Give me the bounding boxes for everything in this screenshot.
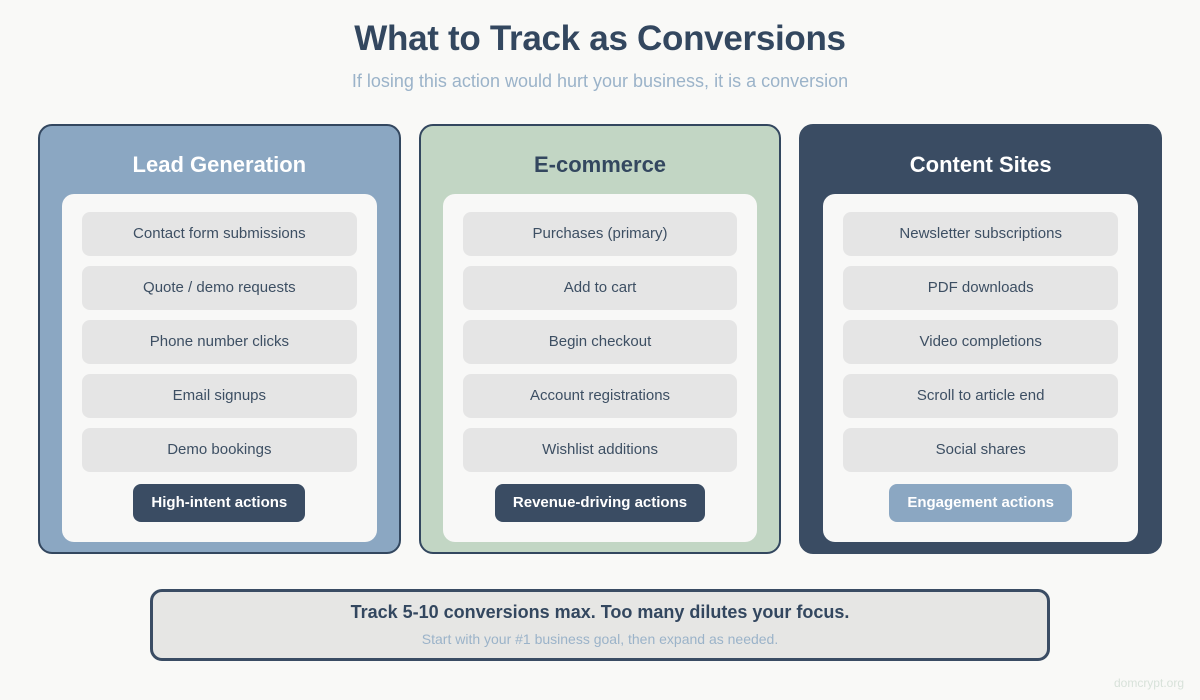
item-list-ecommerce: Purchases (primary) Add to cart Begin ch… <box>462 212 738 473</box>
page-subtitle: If losing this action would hurt your bu… <box>351 71 849 92</box>
category-card-content-sites: Content Sites Newsletter subscriptions P… <box>799 124 1163 554</box>
list-item[interactable]: PDF downloads <box>843 266 1119 311</box>
card-title-lead-generation: Lead Generation <box>132 152 307 177</box>
list-item[interactable]: Scroll to article end <box>843 374 1119 419</box>
list-item[interactable]: Purchases (primary) <box>462 212 738 257</box>
status-badge-revenue-driving: Revenue-driving actions <box>494 484 706 523</box>
list-item[interactable]: Quote / demo requests <box>82 266 357 311</box>
list-item[interactable]: Demo bookings <box>82 428 357 473</box>
badge-row-ecommerce: Revenue-driving actions <box>463 484 738 523</box>
list-item[interactable]: Begin checkout <box>462 320 738 365</box>
card-panel-content-sites: Newsletter subscriptions PDF downloads V… <box>823 194 1139 543</box>
list-item[interactable]: Email signups <box>82 374 357 419</box>
list-item[interactable]: Social shares <box>843 428 1119 473</box>
card-panel-ecommerce: Purchases (primary) Add to cart Begin ch… <box>442 194 758 543</box>
list-item[interactable]: Wishlist additions <box>462 428 738 473</box>
category-columns: Lead Generation Contact form submissions… <box>38 124 1163 554</box>
list-item[interactable]: Newsletter subscriptions <box>843 212 1119 257</box>
badge-row-lead-generation: High-intent actions <box>82 484 357 523</box>
status-badge-engagement: Engagement actions <box>889 484 1073 523</box>
list-item[interactable]: Contact form submissions <box>82 212 357 257</box>
footer-callout-subtext: Start with your #1 business goal, then e… <box>421 630 779 647</box>
category-card-ecommerce: E-commerce Purchases (primary) Add to ca… <box>418 124 782 554</box>
footer-callout-headline: Track 5-10 conversions max. Too many dil… <box>350 602 850 623</box>
category-card-lead-generation: Lead Generation Contact form submissions… <box>38 124 401 554</box>
status-badge-high-intent: High-intent actions <box>133 484 306 523</box>
card-title-content-sites: Content Sites <box>909 152 1052 177</box>
list-item[interactable]: Video completions <box>843 320 1119 365</box>
list-item[interactable]: Account registrations <box>462 374 738 419</box>
card-title-ecommerce: E-commerce <box>533 152 667 177</box>
item-list-lead-generation: Contact form submissions Quote / demo re… <box>82 212 357 473</box>
list-item[interactable]: Add to cart <box>462 266 738 311</box>
page-title: What to Track as Conversions <box>354 19 846 58</box>
item-list-content-sites: Newsletter subscriptions PDF downloads V… <box>843 212 1119 473</box>
badge-row-content-sites: Engagement actions <box>843 484 1118 523</box>
watermark: domcrypt.org <box>1113 675 1184 690</box>
header: What to Track as Conversions If losing t… <box>0 0 1200 93</box>
footer-callout: Track 5-10 conversions max. Too many dil… <box>150 589 1050 661</box>
card-panel-lead-generation: Contact form submissions Quote / demo re… <box>62 194 377 543</box>
list-item[interactable]: Phone number clicks <box>82 320 357 365</box>
